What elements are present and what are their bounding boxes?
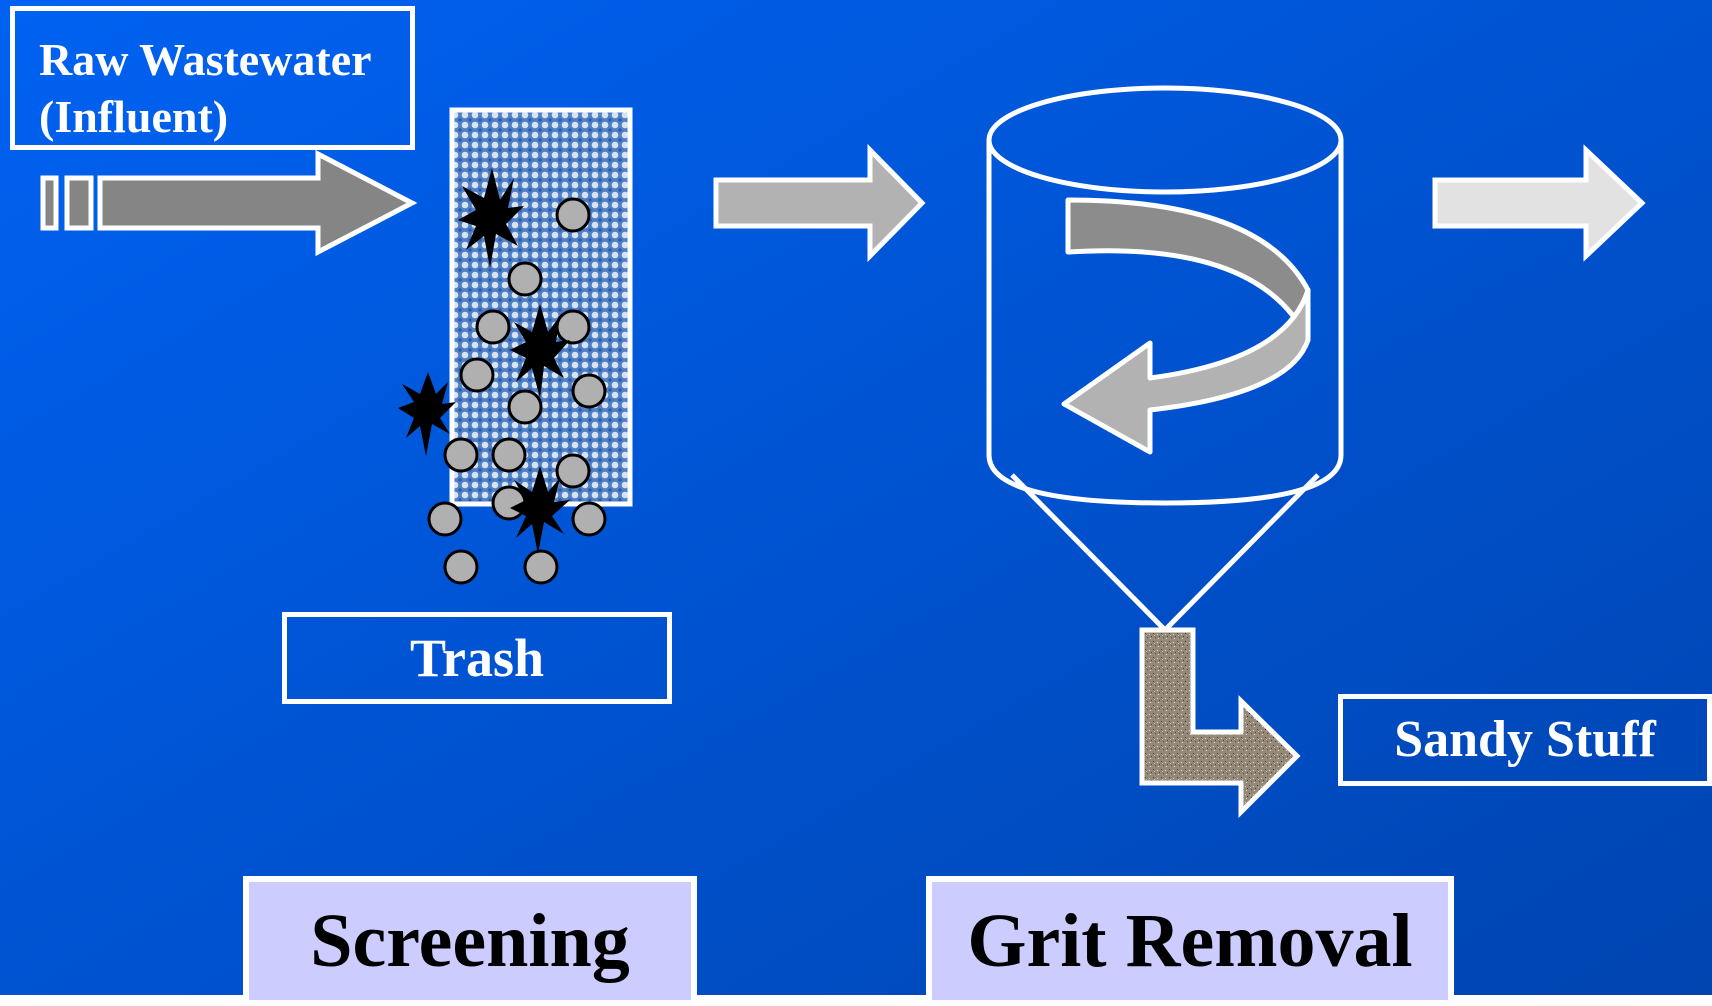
debris-burst-icon — [510, 466, 570, 554]
grit-removal-title: Grit Removal — [926, 876, 1454, 1006]
particle-icon — [443, 437, 479, 473]
particle-icon — [555, 453, 591, 489]
particle-icon — [571, 373, 607, 409]
particle-icon — [571, 501, 607, 537]
particle-icon — [491, 437, 527, 473]
debris-burst-icon — [458, 168, 524, 268]
swirl-arrow-icon — [1061, 197, 1311, 455]
particle-icon — [427, 501, 463, 537]
grit-tank-icon — [986, 85, 1344, 632]
influent-label-line1: Raw Wastewater — [39, 34, 372, 85]
bar-screen-icon — [449, 107, 633, 507]
influent-label: Raw Wastewater (Influent) — [10, 6, 415, 150]
sandy-stuff-label: Sandy Stuff — [1338, 694, 1712, 786]
influent-arrow-icon — [40, 149, 418, 257]
particle-icon — [507, 261, 543, 297]
grit-outlet-arrow-icon — [1139, 627, 1301, 819]
debris-bursts — [398, 168, 570, 554]
particle-icon — [475, 309, 511, 345]
influent-label-line2: (Influent) — [39, 91, 229, 142]
debris-burst-icon — [510, 304, 570, 398]
particle-icon — [555, 309, 591, 345]
effluent-arrow-icon — [1432, 144, 1646, 262]
trash-particles — [427, 197, 607, 585]
trash-label: Trash — [282, 612, 672, 704]
particle-icon — [507, 389, 543, 425]
flow-arrow-icon — [713, 143, 926, 263]
particle-icon — [555, 197, 591, 233]
screening-title: Screening — [243, 876, 697, 1006]
particle-icon — [459, 357, 495, 393]
particle-icon — [523, 549, 559, 585]
particle-icon — [443, 549, 479, 585]
debris-burst-icon — [398, 372, 456, 456]
